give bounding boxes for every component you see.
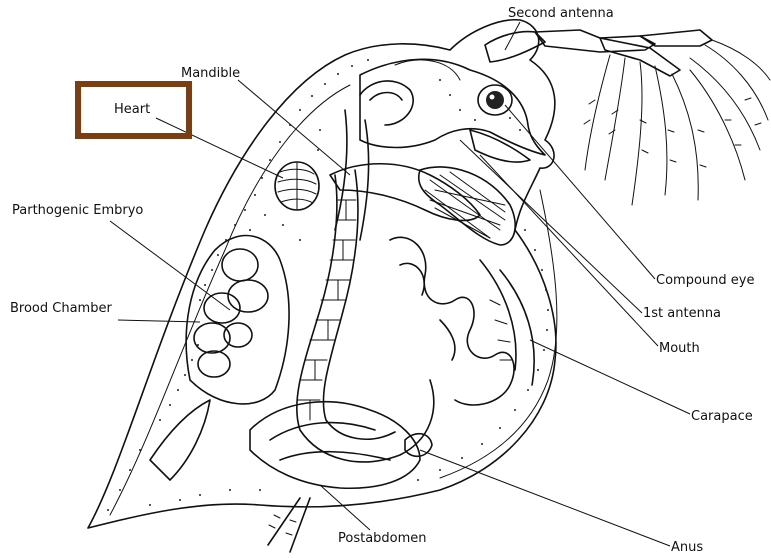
label-mandible: Mandible — [181, 66, 240, 81]
leader-lines — [110, 22, 690, 546]
label-first-antenna: 1st antenna — [643, 306, 721, 321]
label-anus: Anus — [671, 540, 703, 555]
head-shield — [360, 59, 545, 155]
gut — [297, 175, 434, 462]
label-mouth: Mouth — [659, 341, 700, 356]
leader-second-antenna — [505, 22, 520, 50]
postabdomen-drawing — [250, 402, 420, 488]
leader-postabdomen — [320, 485, 370, 530]
second-antenna-base — [485, 32, 545, 62]
label-second-antenna: Second antenna — [508, 6, 614, 21]
leader-compound-eye — [505, 105, 655, 279]
label-brood-chamber: Brood Chamber — [10, 301, 112, 316]
leader-anus — [420, 450, 670, 546]
embryo-cluster — [194, 249, 268, 377]
leader-first-antenna — [460, 140, 642, 313]
stipple-texture — [107, 59, 549, 511]
leader-mandible — [238, 80, 350, 175]
labels: Second antenna Mandible Heart Parthogeni… — [10, 6, 754, 555]
leader-mouth — [480, 155, 658, 346]
heart-drawing — [275, 162, 319, 210]
brood-chamber-drawing — [186, 236, 289, 404]
label-parthogenic-embryo: Parthogenic Embryo — [12, 203, 143, 218]
compound-eye-drawing — [478, 85, 512, 115]
leader-parthogenic-embryo — [110, 221, 230, 310]
label-postabdomen: Postabdomen — [338, 531, 427, 546]
label-heart: Heart — [114, 102, 150, 117]
label-compound-eye: Compound eye — [656, 273, 754, 288]
label-carapace: Carapace — [691, 409, 753, 424]
antenna-setae — [584, 40, 770, 205]
